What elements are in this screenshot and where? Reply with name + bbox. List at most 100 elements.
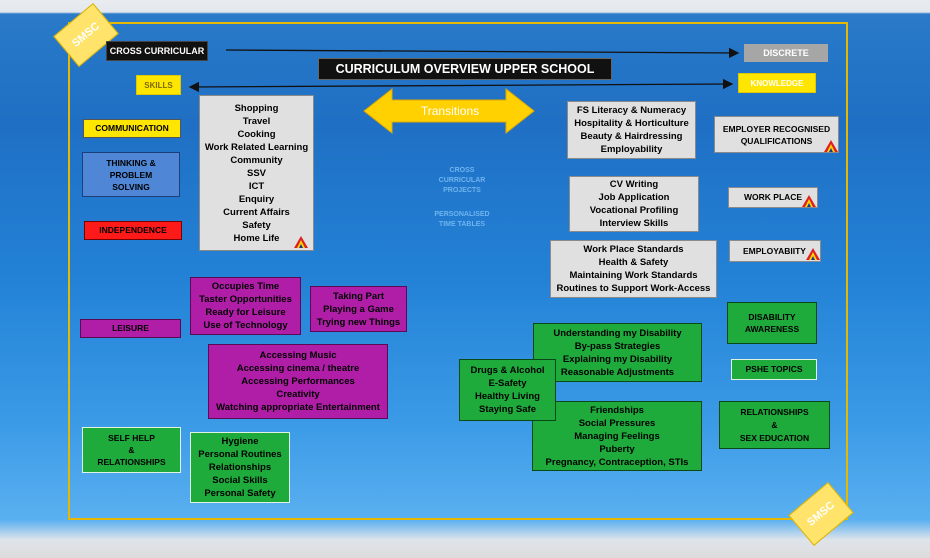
leisure-item: Occupies Time [211, 281, 280, 292]
knowledge-item: Staying Safe [478, 404, 537, 415]
leisure-text: LEISURE [112, 323, 149, 333]
skills-topic: ICT [248, 180, 265, 192]
disability-awareness-label: DISABILITY AWARENESS [727, 302, 817, 344]
triangle-logo-icon [806, 248, 820, 260]
knowledge-item: Health & Safety [598, 257, 669, 268]
transitions-arrow-shape [363, 87, 535, 135]
leisure-item: Accessing Music [259, 350, 337, 361]
skills-topic: Travel [242, 115, 271, 127]
employer-line: QUALIFICATIONS [740, 135, 813, 146]
employer-qualifications-label: EMPLOYER RECOGNISED QUALIFICATIONS [714, 116, 839, 153]
triangle-logo-icon [824, 140, 838, 152]
skills-topic: Safety [242, 219, 271, 231]
drugs-alcohol-box: Drugs & Alcohol E-Safety Healthy Living … [459, 359, 556, 421]
knowledge-item: FS Literacy & Numeracy [576, 105, 687, 116]
knowledge-item: Employability [600, 144, 663, 155]
hygiene-item: Hygiene [221, 436, 259, 447]
pshe-topics-label: PSHE TOPICS [731, 359, 817, 380]
knowledge-item: Beauty & Hairdressing [580, 131, 683, 142]
employability-label: EMPLOYABIITY [729, 240, 821, 262]
knowledge-item: Managing Feelings [574, 430, 660, 442]
leisure-item: Accessing cinema / theatre [236, 363, 360, 374]
skills-knowledge-arrow [188, 78, 734, 93]
independence-text: INDEPENDENCE [99, 225, 167, 235]
faint-line: TIME TABLES [438, 221, 486, 228]
accessing-music-box: Accessing Music Accessing cinema / theat… [208, 344, 388, 419]
cross-curricular-text: CROSS CURRICULAR [109, 45, 205, 56]
knowledge-item: Friendships [590, 404, 644, 416]
knowledge-item: Social Pressures [578, 417, 656, 429]
relationships-line: RELATIONSHIPS [740, 406, 809, 417]
knowledge-item: Drugs & Alcohol [470, 365, 545, 376]
skills-topics-box: Shopping Travel Cooking Work Related Lea… [199, 95, 314, 251]
thinking-line: THINKING & [106, 157, 156, 168]
self-help-line: SELF HELP [108, 433, 155, 443]
faint-line: CURRICULAR [438, 177, 486, 184]
hygiene-item: Relationships [208, 462, 272, 473]
leisure-item: Ready for Leisure [205, 307, 286, 318]
independence-label: INDEPENDENCE [84, 221, 182, 240]
knowledge-item: Vocational Profiling [589, 205, 679, 216]
leisure-item: Taster Opportunities [199, 294, 292, 305]
relationships-line: & [771, 419, 778, 430]
leisure-item: Taking Part [332, 290, 385, 302]
knowledge-item: Routines to Support Work-Access [556, 283, 711, 294]
self-help-line: RELATIONSHIPS [97, 457, 166, 467]
knowledge-item: By-pass Strategies [574, 340, 661, 352]
leisure-item: Playing a Game [323, 303, 394, 315]
faint-line: PROJECTS [443, 187, 481, 194]
knowledge-item: Interview Skills [599, 218, 669, 229]
cross-to-discrete-arrow [225, 47, 740, 59]
knowledge-item: CV Writing [609, 179, 659, 190]
knowledge-label: KNOWLEDGE [738, 73, 816, 93]
employability-text: EMPLOYABIITY [743, 245, 806, 256]
cross-curricular-projects-note: CROSS CURRICULAR PROJECTS [418, 166, 506, 196]
leisure-item: Use of Technology [203, 320, 288, 331]
transitions-label: Transitions [395, 102, 505, 120]
workplace-text: WORK PLACE [744, 192, 803, 202]
triangle-logo-icon [802, 195, 816, 207]
leisure-item: Watching appropriate Entertainment [216, 402, 380, 413]
self-help-label: SELF HELP & RELATIONSHIPS [82, 427, 181, 473]
skills-topic: Work Related Learning [204, 141, 309, 153]
transitions-text: Transitions [420, 103, 480, 118]
disability-box: Understanding my Disability By-pass Stra… [533, 323, 702, 382]
work-standards-box: Work Place Standards Health & Safety Mai… [550, 240, 717, 298]
friendships-box: Friendships Social Pressures Managing Fe… [532, 401, 702, 471]
knowledge-item: Reasonable Adjustments [560, 366, 675, 378]
hygiene-box: Hygiene Personal Routines Relationships … [190, 432, 290, 503]
knowledge-text: KNOWLEDGE [750, 78, 804, 88]
knowledge-item: Job Application [598, 192, 670, 203]
page-title: CURRICULUM OVERVIEW UPPER SCHOOL [318, 58, 612, 80]
discrete-text: DISCRETE [763, 47, 809, 58]
workplace-label: WORK PLACE [728, 187, 818, 208]
knowledge-item: Healthy Living [475, 391, 540, 402]
thinking-line: PROBLEM [109, 169, 153, 180]
faint-line: PERSONALISED [434, 211, 490, 218]
knowledge-item: Understanding my Disability [553, 327, 682, 339]
self-help-line: & [128, 445, 135, 455]
fs-literacy-box: FS Literacy & Numeracy Hospitality & Hor… [567, 101, 696, 159]
page-title-text: CURRICULUM OVERVIEW UPPER SCHOOL [335, 61, 595, 76]
hygiene-item: Personal Safety [204, 488, 276, 499]
leisure-label: LEISURE [80, 319, 181, 338]
skills-topic: Shopping [234, 102, 279, 114]
skills-topic: SSV [246, 167, 266, 179]
hygiene-item: Social Skills [212, 475, 268, 486]
skills-topic: Current Affairs [223, 206, 290, 218]
knowledge-item: E-Safety [488, 378, 527, 389]
knowledge-item: Pregnancy, Contraception, STIs [545, 456, 689, 468]
relationships-line: SEX EDUCATION [739, 432, 810, 443]
skills-topic: Cooking [237, 128, 276, 140]
skills-topic: Enquiry [238, 193, 275, 205]
leisure-item: Creativity [276, 389, 320, 400]
thinking-line: SOLVING [112, 181, 150, 192]
skills-topic: Community [230, 154, 283, 166]
occupies-time-box: Occupies Time Taster Opportunities Ready… [190, 277, 301, 335]
knowledge-item: Hospitality & Horticulture [574, 118, 689, 129]
thinking-label: THINKING & PROBLEM SOLVING [82, 152, 180, 197]
cross-curricular-label: CROSS CURRICULAR [106, 41, 208, 61]
leisure-item: Accessing Performances [241, 376, 355, 387]
